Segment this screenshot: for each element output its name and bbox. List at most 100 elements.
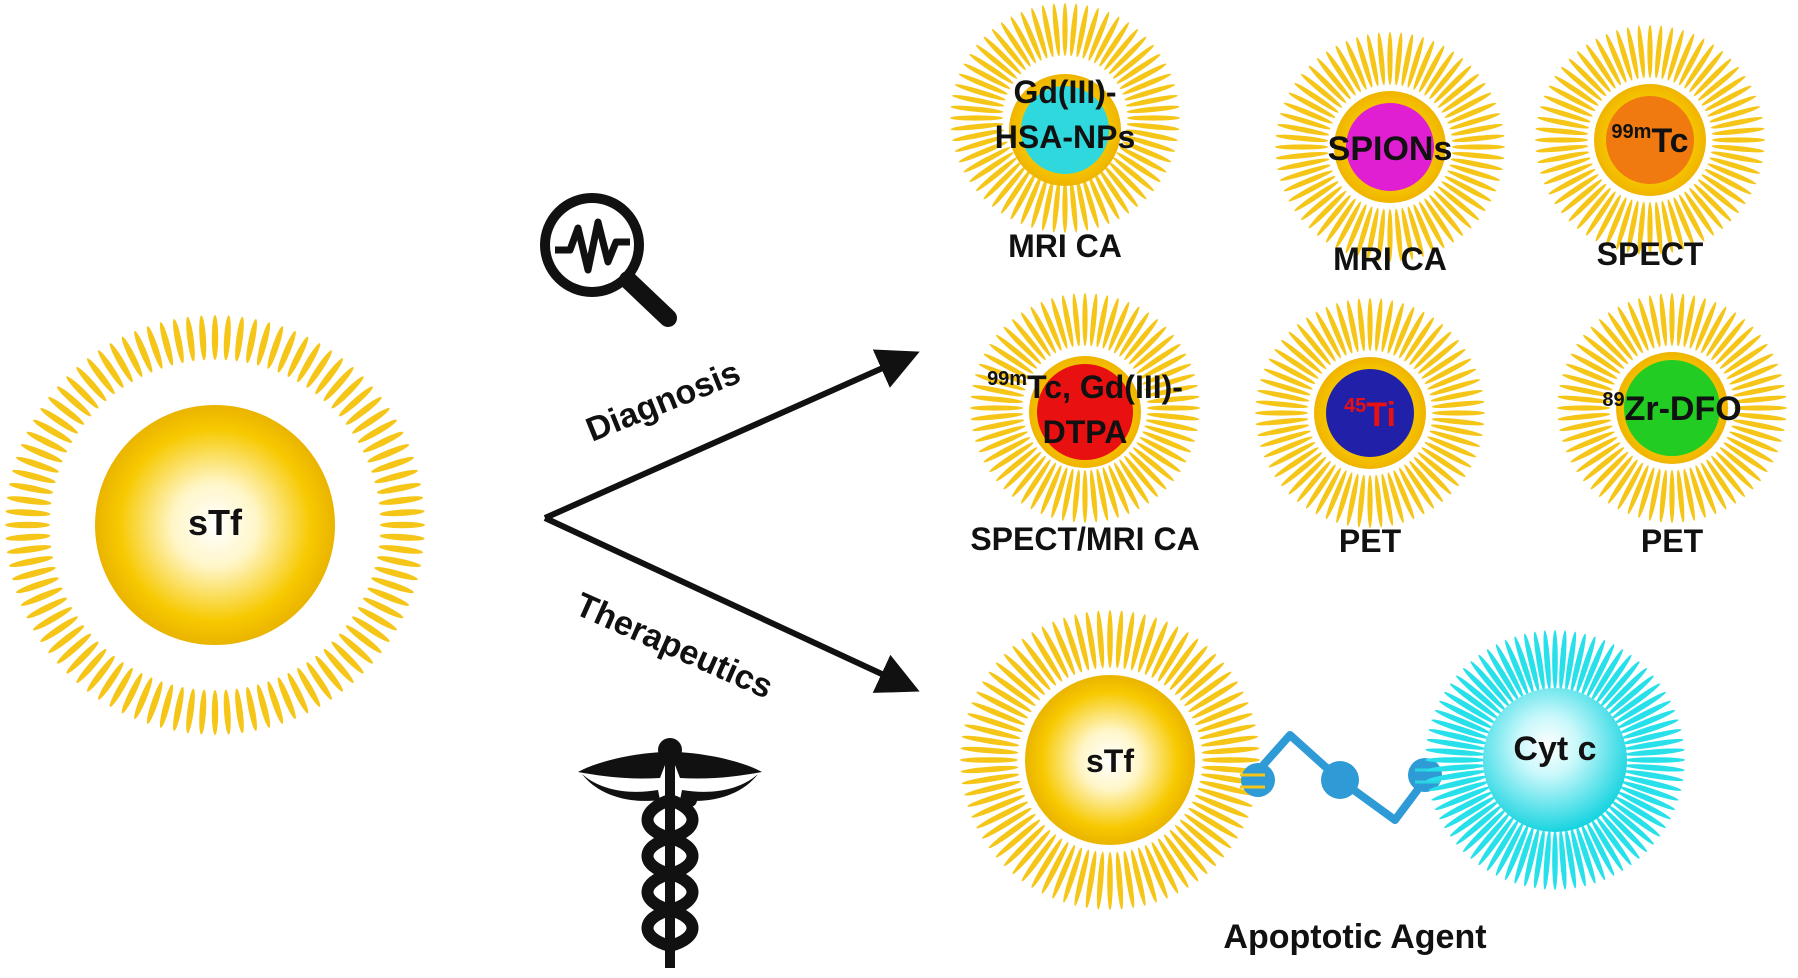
ray [1124,135,1176,152]
ray [173,686,184,731]
ray [1413,331,1452,370]
ray [1637,201,1645,255]
ray [1096,610,1105,669]
ray [1145,384,1198,397]
ray [1399,467,1425,515]
ray [1381,300,1394,353]
caption: SPECT [1597,236,1704,272]
ray [1604,667,1648,711]
ray [367,444,410,463]
ray [1281,339,1323,374]
ray [1003,326,1042,365]
ray [1437,186,1479,221]
ray [1041,5,1054,58]
stf-carrier: sTf [960,610,1260,910]
ray [1667,29,1684,81]
ray [121,336,143,378]
ray [40,616,78,642]
superscript: 99m [1611,121,1651,143]
ray [1288,92,1336,118]
ray [1108,161,1147,200]
ray [971,794,1026,818]
ray [950,105,1004,113]
ray [1144,621,1168,676]
ray [1263,436,1313,458]
ray [1259,430,1311,447]
ray [1130,614,1146,671]
ray [146,681,163,724]
ray [1255,400,1309,408]
core-label-line1: Gd(III)- [1013,74,1116,110]
ray [338,386,374,417]
ray [1701,462,1727,510]
ray [1638,467,1655,519]
ray [967,788,1023,807]
ray [1107,852,1113,910]
superscript: 45 [1344,395,1366,417]
ray [1424,442,1472,468]
ray [1514,636,1534,694]
caption: MRI CA [1008,228,1122,264]
ray [1701,306,1727,354]
ray [1082,293,1088,346]
ray [1088,11,1110,61]
ray [1524,633,1540,692]
ray [1063,617,1082,673]
ray [1570,828,1586,887]
ray [1356,206,1373,258]
ray [1604,809,1648,853]
ray [86,655,115,692]
agent-label: Cyt c [1513,730,1596,768]
ray [1559,419,1612,432]
ray [380,521,425,529]
ray [315,655,344,692]
ray [1537,116,1590,129]
ray [1315,311,1341,359]
ray [989,343,1034,374]
ray [1709,106,1761,123]
ray [1294,82,1339,113]
ray [969,152,1014,183]
ray [1661,27,1674,80]
ray [967,713,1023,732]
ray [223,689,231,735]
ray [1063,847,1082,903]
ray [991,165,1026,207]
ray [1462,809,1506,853]
therapy-conjugate: sTf Cyt c Apoptotic Agent [960,610,1685,956]
ray [1679,38,1705,86]
diagnostic-particle-spions: SPIONs MRI CA [1275,32,1505,277]
ray [1611,683,1661,719]
ray [357,419,397,443]
ray [1590,326,1629,365]
ray [1559,829,1567,890]
ray [1427,368,1477,390]
ray [1734,405,1787,411]
ray [1711,319,1746,361]
ray [1194,794,1249,818]
ray [1191,691,1244,719]
ray [1570,633,1586,692]
ray [1031,632,1063,682]
ray [995,819,1041,858]
ray [1288,331,1327,370]
ray [1426,770,1486,782]
ray [1139,353,1187,379]
ray [1197,788,1253,807]
ray [1706,459,1737,504]
ray [1169,645,1208,691]
ray [1548,85,1596,111]
ray [1407,36,1424,88]
ray [1543,829,1551,890]
ray [1116,152,1161,183]
ray [1305,317,1336,362]
ray [1387,472,1404,524]
linker-chain [1240,731,1442,824]
ray [1539,157,1591,174]
ray [1114,306,1140,354]
ray [1169,829,1208,875]
ray [1144,844,1168,899]
ray [1288,456,1327,495]
ray [1607,312,1638,357]
ray [1000,22,1031,67]
